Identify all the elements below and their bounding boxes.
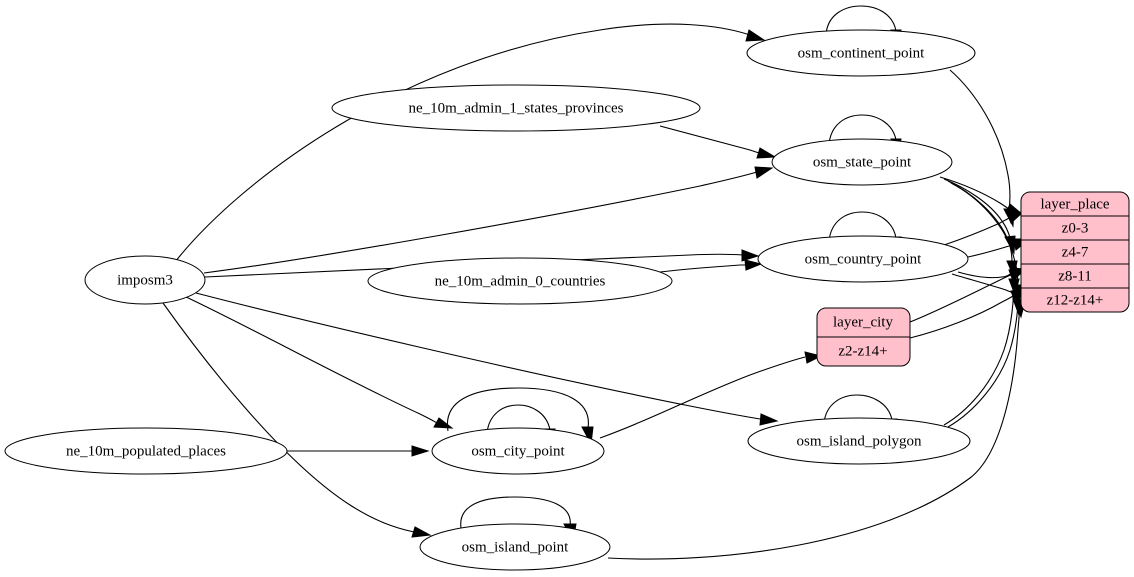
node-osm-city-point-label: osm_city_point	[471, 443, 565, 459]
node-layer: imposm3 ne_10m_admin_1_states_provinces …	[4, 29, 1130, 571]
layer-place-row-z4-7[interactable]: z4-7	[1062, 244, 1089, 260]
edge-osm-city-point-to-layer-city	[599, 351, 823, 439]
layer-city-row-z2-z14[interactable]: z2-z14+	[838, 343, 887, 359]
node-osm-island-polygon[interactable]: osm_island_polygon	[747, 417, 971, 465]
layer-place-row-z0-3[interactable]: z0-3	[1062, 220, 1089, 236]
node-osm-country-point[interactable]: osm_country_point	[757, 235, 969, 283]
node-osm-continent-point-label: osm_continent_point	[798, 45, 925, 61]
edge-osm-state-point-to-layer-place-z4-7	[943, 178, 1016, 255]
edge-layer	[162, 5, 1031, 560]
node-imposm3-label: imposm3	[117, 272, 173, 288]
node-layer-place[interactable]: layer_place z0-3 z4-7 z8-11 z12-z14+	[1020, 191, 1130, 313]
edge-osm-country-point-to-layer-place-z4-7	[967, 238, 1031, 258]
edge-imposm3-to-osm-island-point	[162, 302, 432, 538]
node-imposm3[interactable]: imposm3	[84, 255, 206, 305]
node-layer-city[interactable]: layer_city z2-z14+	[816, 307, 911, 367]
node-ne-10m-admin-1-states-provinces[interactable]: ne_10m_admin_1_states_provinces	[331, 84, 701, 132]
layer-city-title: layer_city	[833, 314, 893, 330]
node-osm-island-point-label: osm_island_point	[462, 539, 570, 555]
layer-place-title: layer_place	[1040, 196, 1109, 212]
edge-imposm3-to-osm-island-polygon	[195, 292, 779, 426]
node-osm-state-point[interactable]: osm_state_point	[771, 138, 953, 186]
edge-ne-admin1-to-osm-state-point	[659, 125, 777, 159]
edge-imposm3-to-osm-city-point	[183, 295, 454, 429]
node-ne-10m-admin-0-countries[interactable]: ne_10m_admin_0_countries	[367, 257, 673, 305]
edge-ne-admin0-to-osm-country-point	[659, 259, 763, 273]
layer-place-row-z12-z14[interactable]: z12-z14+	[1047, 292, 1104, 308]
edge-imposm3-to-osm-continent-point	[174, 23, 766, 263]
edge-osm-country-point-to-layer-place-z0-3	[943, 211, 1025, 246]
node-osm-island-point[interactable]: osm_island_point	[419, 523, 611, 571]
node-ne-admin0-label: ne_10m_admin_0_countries	[435, 273, 606, 289]
node-osm-island-polygon-label: osm_island_polygon	[796, 433, 922, 449]
node-osm-city-point[interactable]: osm_city_point	[431, 427, 605, 475]
node-osm-continent-point[interactable]: osm_continent_point	[746, 29, 976, 77]
layer-place-row-z8-11[interactable]: z8-11	[1058, 268, 1092, 284]
node-osm-country-point-label: osm_country_point	[805, 251, 922, 267]
edge-osm-continent-point-to-layer-place-z0-3	[949, 69, 1015, 228]
edge-ne-populated-to-osm-city-point	[287, 445, 430, 457]
node-ne-admin1-label: ne_10m_admin_1_states_provinces	[409, 100, 624, 116]
node-ne-populated-label: ne_10m_populated_places	[66, 443, 226, 459]
node-ne-10m-populated-places[interactable]: ne_10m_populated_places	[4, 427, 288, 475]
edge-imposm3-to-osm-state-point	[203, 166, 774, 274]
node-osm-state-point-label: osm_state_point	[813, 154, 912, 170]
